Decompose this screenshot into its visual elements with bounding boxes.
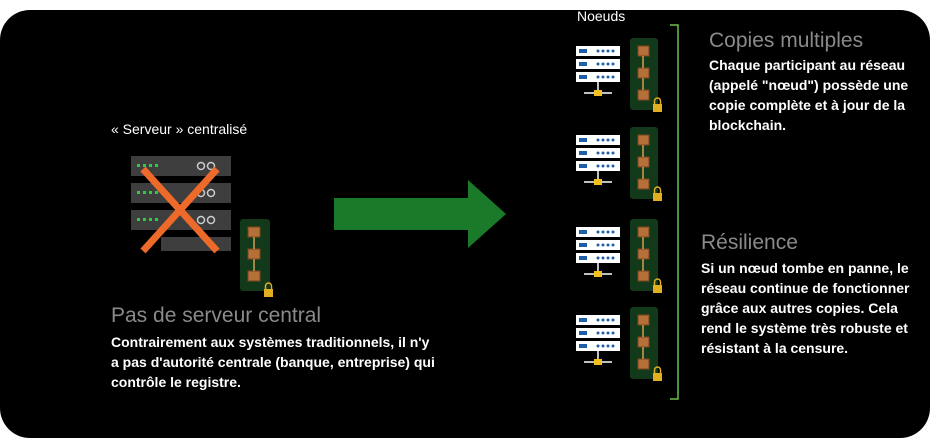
lock-icon	[264, 282, 273, 297]
blockchain-icon	[630, 127, 662, 201]
resilience-body: Si un nœud tombe en panne, le réseau con…	[701, 260, 910, 356]
server-icon	[576, 227, 620, 277]
no-central-server-body: Contrairement aux systèmes traditionnels…	[111, 334, 435, 390]
blockchain-icon	[630, 38, 662, 112]
lock-icon	[653, 366, 662, 381]
copies-title: Copies multiples	[709, 29, 864, 52]
server-icon	[576, 46, 620, 96]
slide: « Serveur » centralisé	[0, 10, 930, 438]
bracket-icon	[670, 24, 679, 400]
server-icon	[576, 315, 620, 365]
central-server-label: « Serveur » centralisé	[111, 121, 248, 137]
right-arrow-icon	[334, 180, 506, 248]
lock-icon	[653, 278, 662, 293]
cross-out-icon	[140, 166, 220, 254]
blockchain-icon	[630, 219, 662, 293]
copies-body: Chaque participant au réseau (appelé "nœ…	[709, 57, 909, 133]
resilience-title: Résilience	[701, 231, 798, 254]
lock-icon	[653, 186, 662, 201]
nodes-label: Noeuds	[577, 10, 626, 24]
blockchain-icon	[630, 307, 662, 381]
no-central-server-title: Pas de serveur central	[111, 304, 322, 327]
blockchain-icon	[240, 219, 273, 297]
server-icon	[576, 135, 620, 185]
lock-icon	[653, 97, 662, 112]
